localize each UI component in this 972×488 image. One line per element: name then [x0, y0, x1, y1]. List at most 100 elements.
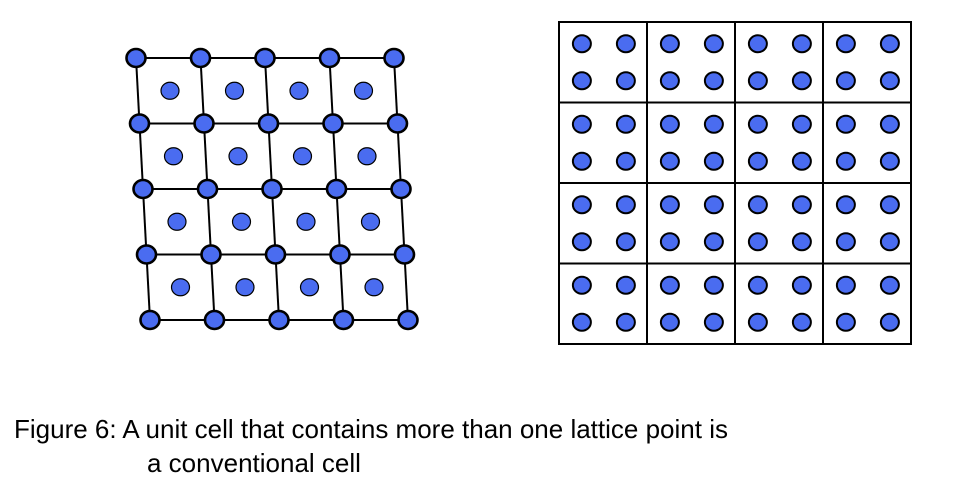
conventional-lattice-point	[879, 71, 900, 91]
corner-lattice-point	[203, 309, 226, 331]
conventional-lattice-point	[747, 195, 768, 215]
corner-lattice-point	[268, 309, 290, 331]
conventional-lattice-point	[703, 151, 724, 171]
center-lattice-point	[364, 278, 384, 297]
conventional-lattice-point	[791, 312, 812, 332]
conventional-lattice-point	[747, 34, 768, 54]
conventional-lattice-point	[703, 114, 724, 134]
conventional-lattice-point	[615, 71, 636, 91]
conventional-lattice-point	[659, 151, 680, 171]
center-lattice-point	[296, 212, 316, 231]
center-lattice-point	[360, 212, 381, 231]
center-lattice-point	[353, 81, 374, 100]
corner-lattice-point	[193, 113, 215, 134]
conventional-lattice-point	[791, 275, 812, 295]
conventional-lattice-point	[571, 151, 592, 171]
center-lattice-point	[170, 278, 191, 297]
conventional-lattice-point	[747, 312, 768, 332]
conventional-lattice-point	[615, 195, 636, 215]
conventional-lattice-point	[835, 312, 856, 332]
conventional-lattice-point	[703, 312, 724, 332]
corner-lattice-point	[325, 178, 348, 200]
primitive-lattice-diagram	[125, 47, 419, 331]
conventional-lattice-point	[571, 232, 592, 252]
conventional-lattice-point	[659, 71, 680, 91]
corner-lattice-point	[397, 309, 419, 331]
figure-caption: Figure 6: A unit cell that contains more…	[14, 412, 914, 480]
conventional-lattice-point	[747, 114, 768, 134]
conventional-lattice-point	[615, 114, 636, 134]
conventional-lattice-point	[571, 195, 592, 215]
conventional-lattice-point	[879, 195, 900, 215]
conventional-lattice-point	[791, 71, 812, 91]
conventional-lattice-point	[747, 71, 768, 91]
corner-lattice-point	[390, 178, 412, 200]
conventional-lattice-point	[791, 114, 812, 134]
corner-lattice-point	[200, 244, 222, 265]
conventional-lattice-point	[571, 114, 592, 134]
conventional-lattice-point	[835, 275, 856, 295]
center-lattice-point	[231, 212, 252, 231]
conventional-lattice-point	[747, 151, 768, 171]
corner-lattice-point	[139, 309, 161, 331]
caption-line-1: Figure 6: A unit cell that contains more…	[14, 414, 728, 444]
center-lattice-point	[167, 212, 187, 231]
conventional-lattice-point	[835, 195, 856, 215]
center-lattice-point	[357, 147, 377, 166]
conventional-lattice-point	[615, 151, 636, 171]
conventional-lattice-point	[703, 232, 724, 252]
conventional-lattice-point	[879, 114, 900, 134]
conventional-lattice-point	[879, 312, 900, 332]
conventional-lattice-point	[791, 151, 812, 171]
conventional-lattice-point	[659, 114, 680, 134]
conventional-lattice-point	[835, 71, 856, 91]
conventional-lattice-point	[835, 232, 856, 252]
conventional-lattice-point	[835, 114, 856, 134]
caption-line-2: a conventional cell	[147, 448, 361, 478]
corner-lattice-point	[383, 47, 405, 69]
conventional-lattice-point	[571, 275, 592, 295]
conventional-lattice-point	[791, 232, 812, 252]
center-lattice-point	[224, 81, 245, 100]
conventional-lattice-point	[659, 275, 680, 295]
conventional-lattice-point	[835, 34, 856, 54]
corner-lattice-point	[329, 244, 351, 265]
center-lattice-point	[235, 278, 255, 297]
corner-lattice-point	[332, 309, 355, 331]
corner-lattice-point	[264, 244, 287, 265]
conventional-cell-diagram	[558, 21, 912, 345]
conventional-lattice-point	[703, 34, 724, 54]
corner-lattice-point	[393, 244, 416, 265]
conventional-lattice-point	[791, 195, 812, 215]
conventional-lattice-point	[835, 151, 856, 171]
center-lattice-point	[292, 147, 313, 166]
conventional-lattice-point	[879, 151, 900, 171]
corner-lattice-point	[132, 178, 154, 200]
conventional-lattice-point	[571, 34, 592, 54]
conventional-lattice-point	[615, 275, 636, 295]
center-lattice-point	[228, 147, 248, 166]
conventional-lattice-point	[659, 34, 680, 54]
corner-lattice-point	[257, 113, 280, 134]
conventional-lattice-point	[659, 195, 680, 215]
corner-lattice-point	[318, 47, 341, 69]
conventional-lattice-point	[703, 71, 724, 91]
corner-lattice-point	[189, 47, 212, 69]
center-lattice-point	[163, 147, 184, 166]
conventional-lattice-point	[747, 275, 768, 295]
conventional-lattice-point	[659, 312, 680, 332]
conventional-lattice-point	[659, 232, 680, 252]
corner-lattice-point	[386, 113, 409, 134]
corner-lattice-point	[135, 244, 158, 265]
corner-lattice-point	[128, 113, 151, 134]
conventional-lattice-point	[879, 232, 900, 252]
corner-lattice-point	[322, 113, 344, 134]
conventional-lattice-point	[703, 275, 724, 295]
corner-lattice-point	[254, 47, 276, 69]
corner-lattice-point	[261, 178, 283, 200]
conventional-lattice-point	[571, 312, 592, 332]
conventional-lattice-point	[703, 195, 724, 215]
center-lattice-point	[299, 278, 320, 297]
conventional-lattice-point	[615, 34, 636, 54]
